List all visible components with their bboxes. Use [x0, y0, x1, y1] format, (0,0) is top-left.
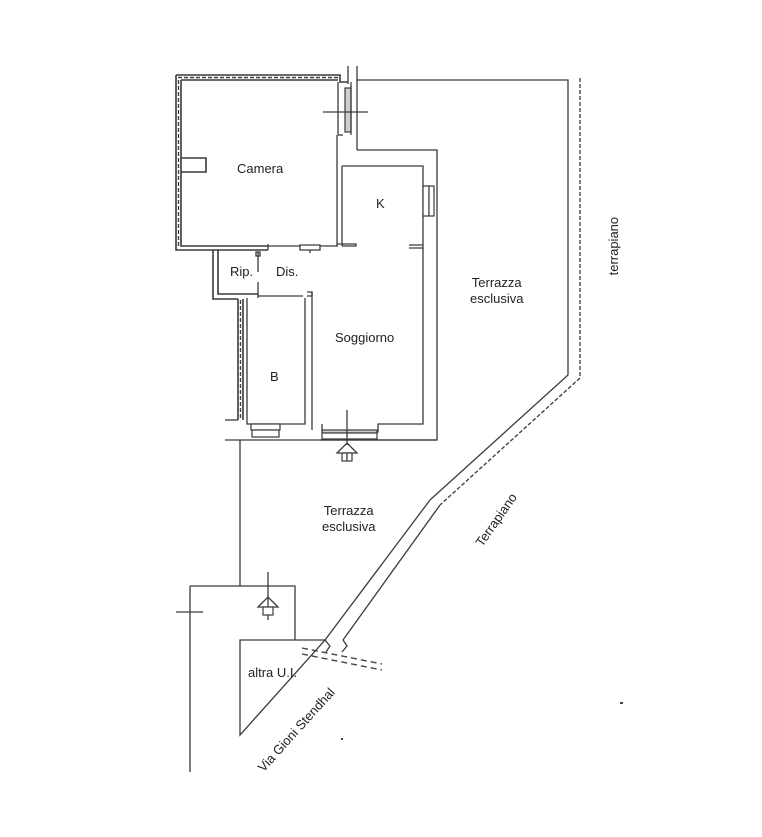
room-label-kitchen: K	[376, 196, 385, 211]
diagonal-embankment	[301, 499, 441, 671]
kitchen-walls	[341, 165, 435, 249]
room-label-bath: B	[270, 369, 279, 384]
entrance-arrow-main	[335, 442, 359, 462]
storage-walls	[212, 250, 303, 300]
camera-window	[323, 66, 368, 150]
room-label-camera: Camera	[237, 161, 284, 176]
upper-terrace-line1: Terrazza	[471, 275, 522, 290]
entrance-arrow-lower	[256, 572, 280, 620]
lower-terrace-label: Terrazza esclusiva	[322, 503, 375, 536]
upper-terrace-label: Terrazza esclusiva	[470, 275, 523, 308]
scan-speck	[620, 702, 623, 704]
scan-speck	[341, 738, 343, 740]
camera-walls	[175, 74, 357, 253]
lower-terrace-line2: esclusiva	[322, 519, 376, 535]
other-unit-outline	[239, 639, 327, 737]
other-unit-label: altra U.I.	[248, 665, 298, 680]
bath-walls	[225, 298, 306, 438]
lower-terrace-line1: Terrazza	[323, 503, 374, 518]
upper-terrace-outline	[320, 78, 581, 506]
embankment-label-vertical: terrapiano	[606, 216, 622, 276]
living-walls	[307, 248, 424, 445]
room-label-living: Soggiorno	[335, 330, 395, 345]
lower-terrace-outline	[176, 439, 437, 772]
room-label-storage: Rip.	[230, 264, 254, 279]
upper-terrace-line2: esclusiva	[470, 291, 524, 307]
room-label-hall: Dis.	[276, 264, 299, 279]
